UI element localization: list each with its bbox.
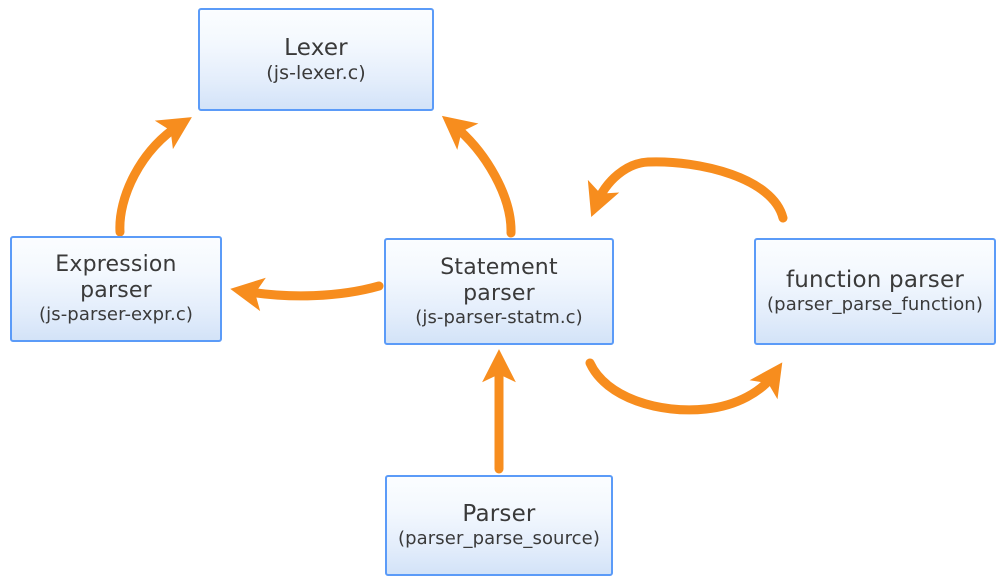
node-function-parser[interactable]: function parser (parser_parse_function) [754,238,996,345]
node-expression-parser-subtitle: (js-parser-expr.c) [39,304,193,326]
node-lexer-title: Lexer [284,34,348,61]
node-lexer-subtitle: (js-lexer.c) [266,61,366,84]
edge-function-parser-to-statement-parser [587,157,788,223]
edge-statement-parser-to-lexer [441,115,516,238]
node-parser-title: Parser [462,501,536,528]
edge-expression-parser-to-lexer [115,117,192,237]
node-statement-parser-subtitle: (js-parser-statm.c) [415,306,583,328]
edge-statement-parser-to-expression-parser [230,277,384,312]
edge-statement-parser-to-function-parser [585,358,783,415]
node-parser-subtitle: (parser_parse_source) [398,528,600,550]
node-expression-parser-title-line1: Expression [55,252,177,278]
node-statement-parser-title-line1: Statement [440,254,558,280]
node-statement-parser-title-line2: parser [463,280,535,306]
node-expression-parser-title-line2: parser [80,278,152,304]
node-function-parser-title: function parser [785,267,964,294]
node-lexer[interactable]: Lexer (js-lexer.c) [198,8,434,111]
node-parser[interactable]: Parser (parser_parse_source) [385,475,613,576]
node-statement-parser[interactable]: Statement parser (js-parser-statm.c) [384,238,614,345]
node-expression-parser[interactable]: Expression parser (js-parser-expr.c) [10,236,222,342]
node-function-parser-subtitle: (parser_parse_function) [767,294,983,316]
